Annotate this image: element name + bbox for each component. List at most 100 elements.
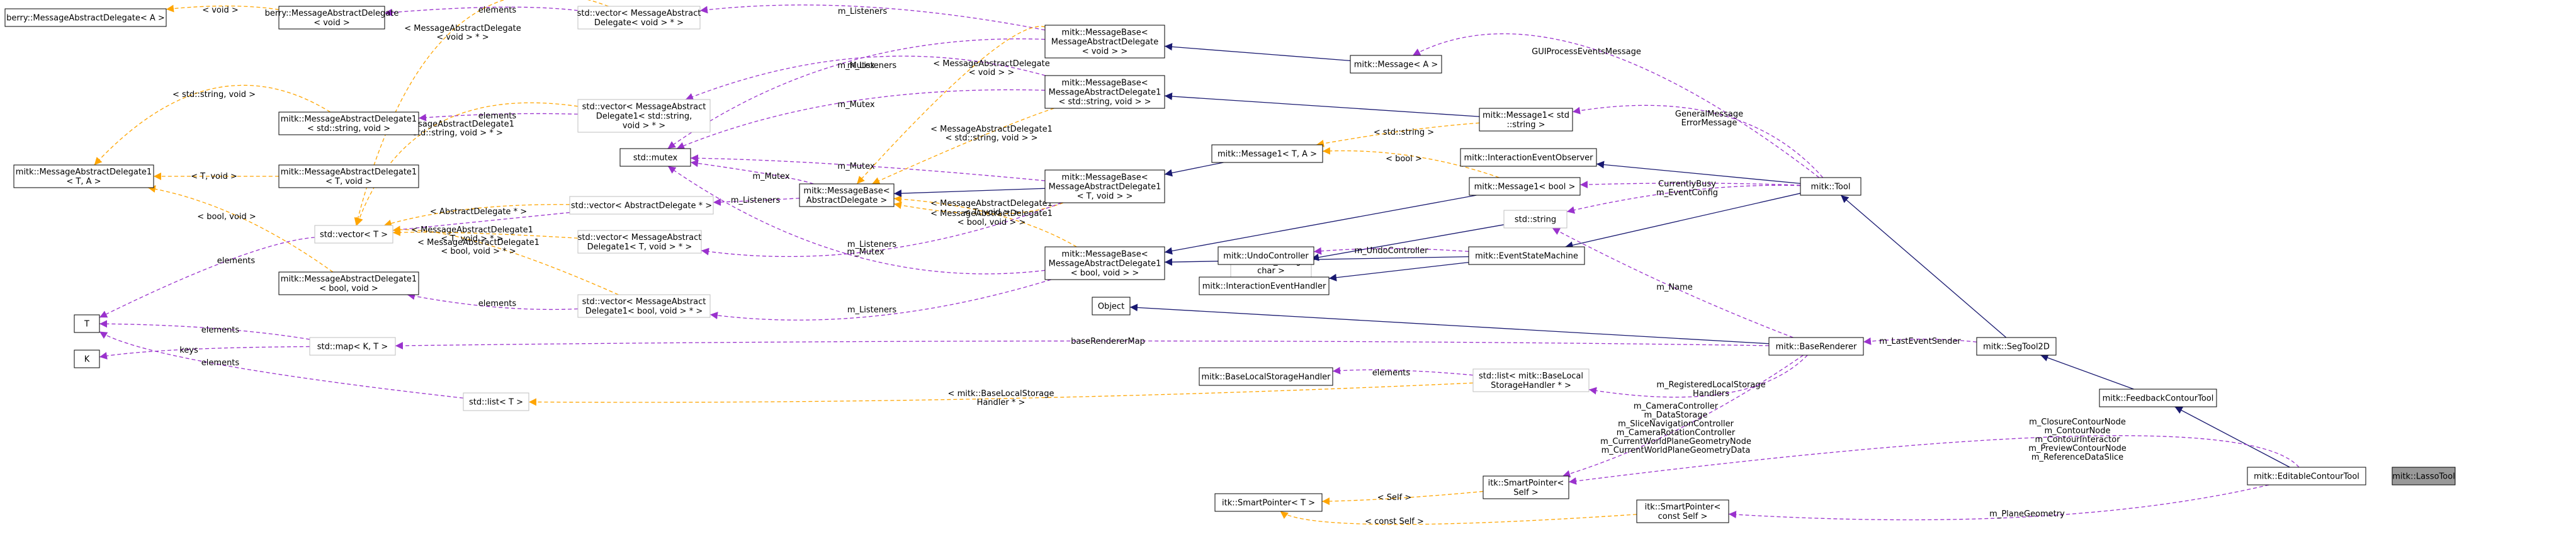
node-box[interactable] [1472, 368, 1590, 392]
class-node-berry_mad[interactable]: berry::MessageAbstractDelegate< A > [4, 8, 167, 27]
edge-inherit-message1_string-to-mb_mad1_string [1164, 93, 1480, 117]
edge-label: < MessageAbstractDelegate1< T, void > > [930, 199, 1053, 217]
class-node-base_renderer[interactable]: mitk::BaseRenderer [1768, 337, 1864, 356]
class-node-k[interactable]: K [74, 349, 100, 368]
class-node-lasso[interactable]: mitk::LassoTool [2392, 467, 2456, 486]
node-box[interactable] [1469, 177, 1581, 196]
node-box[interactable] [2392, 467, 2456, 486]
class-node-vec_ad[interactable]: std::vector< AbstractDelegate * > [569, 196, 714, 215]
class-node-smartptr_self[interactable]: itk::SmartPointer<Self > [1483, 475, 1569, 499]
edge-label: < Self > [1377, 493, 1412, 503]
node-box[interactable] [1479, 108, 1573, 132]
class-node-mad1_bool[interactable]: mitk::MessageAbstractDelegate1< bool, vo… [278, 271, 419, 295]
class-node-tool[interactable]: mitk::Tool [1800, 177, 1861, 196]
node-box[interactable] [1483, 475, 1569, 499]
edge-label: < MessageAbstractDelegate1< T, void > * … [411, 225, 533, 244]
node-box[interactable] [463, 392, 529, 411]
class-node-interaction_observer[interactable]: mitk::InteractionEventObserver [1460, 148, 1597, 167]
edge-tmpl-mb_mad_void-to-mb_ad [856, 26, 1046, 185]
node-box[interactable] [278, 111, 419, 135]
edge-label: m_LastEventSender [1879, 337, 1961, 346]
node-box[interactable] [577, 6, 701, 30]
node-box[interactable] [1460, 148, 1597, 167]
node-box[interactable] [1768, 337, 1864, 356]
node-box[interactable] [1044, 169, 1165, 203]
class-node-mb_mad1_string[interactable]: mitk::MessageBase<MessageAbstractDelegat… [1044, 75, 1165, 109]
node-box[interactable] [2099, 389, 2217, 407]
node-box[interactable] [577, 230, 702, 254]
node-box[interactable] [309, 337, 396, 356]
node-box[interactable] [799, 183, 895, 207]
class-node-message1_ta[interactable]: mitk::Message1< T, A > [1211, 144, 1323, 163]
class-node-mb_mad1_tvoid[interactable]: mitk::MessageBase<MessageAbstractDelegat… [1044, 169, 1165, 203]
class-node-smartptr_const[interactable]: itk::SmartPointer<const Self > [1636, 499, 1729, 523]
class-node-mad1_ta[interactable]: mitk::MessageAbstractDelegate1< T, A > [13, 164, 154, 188]
node-box[interactable] [1199, 276, 1330, 295]
node-box[interactable] [4, 8, 167, 27]
node-box[interactable] [2247, 467, 2366, 486]
class-node-object[interactable]: Object [1092, 297, 1131, 315]
edge-use-mb_mad1_string-to-vec_mad1_string [685, 55, 1046, 101]
class-node-t[interactable]: T [74, 314, 100, 333]
node-box[interactable] [1800, 177, 1861, 196]
node-box[interactable] [13, 164, 154, 188]
node-box[interactable] [569, 196, 714, 215]
class-node-mb_ad[interactable]: mitk::MessageBase<AbstractDelegate > [799, 183, 895, 207]
class-node-mb_mad1_bool[interactable]: mitk::MessageBase<MessageAbstractDelegat… [1044, 246, 1165, 280]
node-box[interactable] [1503, 210, 1568, 229]
node-box[interactable] [1214, 493, 1323, 512]
class-node-message1_bool[interactable]: mitk::Message1< bool > [1469, 177, 1581, 196]
class-node-bls_handler[interactable]: mitk::BaseLocalStorageHandler [1199, 367, 1333, 386]
node-box[interactable] [1199, 367, 1333, 386]
node-box[interactable] [278, 164, 419, 188]
node-box[interactable] [1468, 246, 1585, 265]
node-box[interactable] [1976, 337, 2057, 356]
class-node-undo[interactable]: mitk::UndoController [1217, 246, 1314, 265]
node-box[interactable] [1044, 75, 1165, 109]
class-node-esm[interactable]: mitk::EventStateMachine [1468, 246, 1585, 265]
class-node-mb_mad_void[interactable]: mitk::MessageBase<MessageAbstractDelegat… [1044, 25, 1165, 59]
class-node-smartptr_t[interactable]: itk::SmartPointer< T > [1214, 493, 1323, 512]
node-box[interactable] [577, 99, 711, 133]
node-box[interactable] [74, 314, 100, 333]
edge-use-tool-to-message1_string [1572, 105, 1824, 178]
class-node-segtool2d[interactable]: mitk::SegTool2D [1976, 337, 2057, 356]
class-node-list_t[interactable]: std::list< T > [463, 392, 529, 411]
node-box[interactable] [278, 6, 385, 30]
class-node-mad1_string[interactable]: mitk::MessageAbstractDelegate1< std::str… [278, 111, 419, 135]
node-label: mitk::BaseRenderer [1776, 343, 1857, 352]
edge-tmpl-mad1_string-to-mad1_ta [94, 84, 331, 166]
class-node-mutex[interactable]: std::mutex [619, 148, 691, 167]
node-box[interactable] [1044, 25, 1165, 59]
class-node-editable[interactable]: mitk::EditableContourTool [2247, 467, 2366, 486]
class-node-message_a[interactable]: mitk::Message< A > [1350, 55, 1442, 74]
node-box[interactable] [1211, 144, 1323, 163]
edge-tmpl-message1_bool-to-message1_ta [1322, 147, 1500, 178]
node-box[interactable] [1636, 499, 1729, 523]
class-node-string[interactable]: std::string [1503, 210, 1568, 229]
node-box[interactable] [577, 294, 711, 318]
class-node-feedback[interactable]: mitk::FeedbackContourTool [2099, 389, 2217, 407]
edge-use-mb_mad1_bool-to-vec_mad1_bool [709, 279, 1051, 321]
node-box[interactable] [1350, 55, 1442, 74]
node-box[interactable] [1217, 246, 1314, 265]
node-box[interactable] [619, 148, 691, 167]
class-node-mad1_tvoid[interactable]: mitk::MessageAbstractDelegate1< T, void … [278, 164, 419, 188]
class-node-message1_string[interactable]: mitk::Message1< std::string > [1479, 108, 1573, 132]
class-node-interaction_handler[interactable]: mitk::InteractionEventHandler [1199, 276, 1330, 295]
class-node-map[interactable]: std::map< K, T > [309, 337, 396, 356]
node-box[interactable] [1092, 297, 1131, 315]
node-box[interactable] [314, 225, 393, 244]
edge-label: CurrentlyBusy [1658, 179, 1716, 189]
node-box[interactable] [1044, 246, 1165, 280]
class-node-vec_t[interactable]: std::vector< T > [314, 225, 393, 244]
class-node-berry_mad_void[interactable]: berry::MessageAbstractDelegate< void > [265, 6, 399, 30]
node-box[interactable] [74, 349, 100, 368]
node-box[interactable] [278, 271, 419, 295]
